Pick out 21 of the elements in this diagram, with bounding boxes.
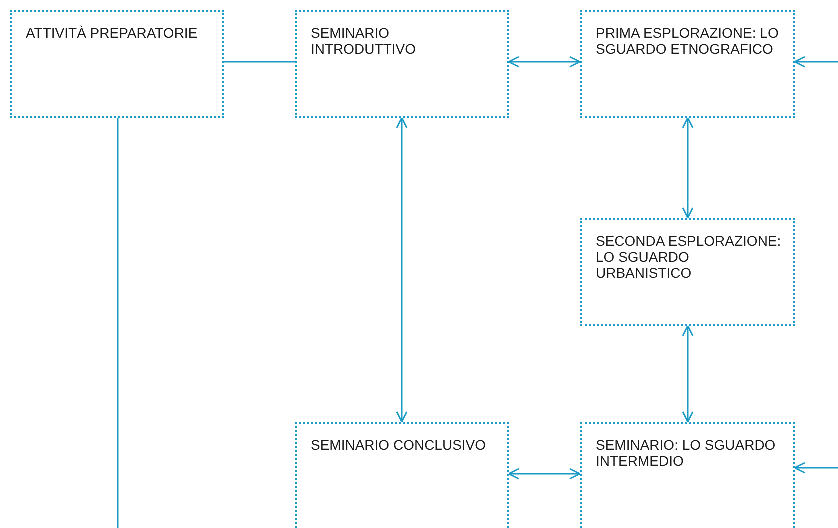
arrow bbox=[794, 56, 838, 68]
arrow bbox=[396, 117, 408, 423]
process-box bbox=[295, 10, 509, 118]
box-label: SECONDA ESPLORAZIONE: LO SGUARDO URBANISTICO bbox=[596, 233, 782, 281]
box-label: SEMINARIO: LO SGUARDO INTERMEDIO bbox=[596, 437, 777, 469]
arrow bbox=[508, 56, 581, 68]
process-box bbox=[580, 422, 795, 528]
box-label: SEMINARIO INTRODUTTIVO bbox=[311, 25, 417, 57]
process-box bbox=[295, 422, 509, 528]
arrow bbox=[682, 325, 694, 423]
arrow bbox=[794, 462, 838, 474]
process-box bbox=[580, 218, 795, 326]
connector-line bbox=[117, 118, 119, 528]
process-box bbox=[580, 10, 795, 118]
arrow bbox=[508, 468, 581, 480]
process-box bbox=[10, 10, 224, 118]
box-label: ATTIVITÀ PREPARATORIE bbox=[26, 25, 199, 41]
connector-line bbox=[224, 61, 295, 63]
arrow bbox=[682, 117, 694, 219]
box-label: SEMINARIO CONCLUSIVO bbox=[311, 437, 488, 453]
box-label: PRIMA ESPLORAZIONE: LO SGUARDO ETNOGRAFICO bbox=[596, 25, 780, 57]
